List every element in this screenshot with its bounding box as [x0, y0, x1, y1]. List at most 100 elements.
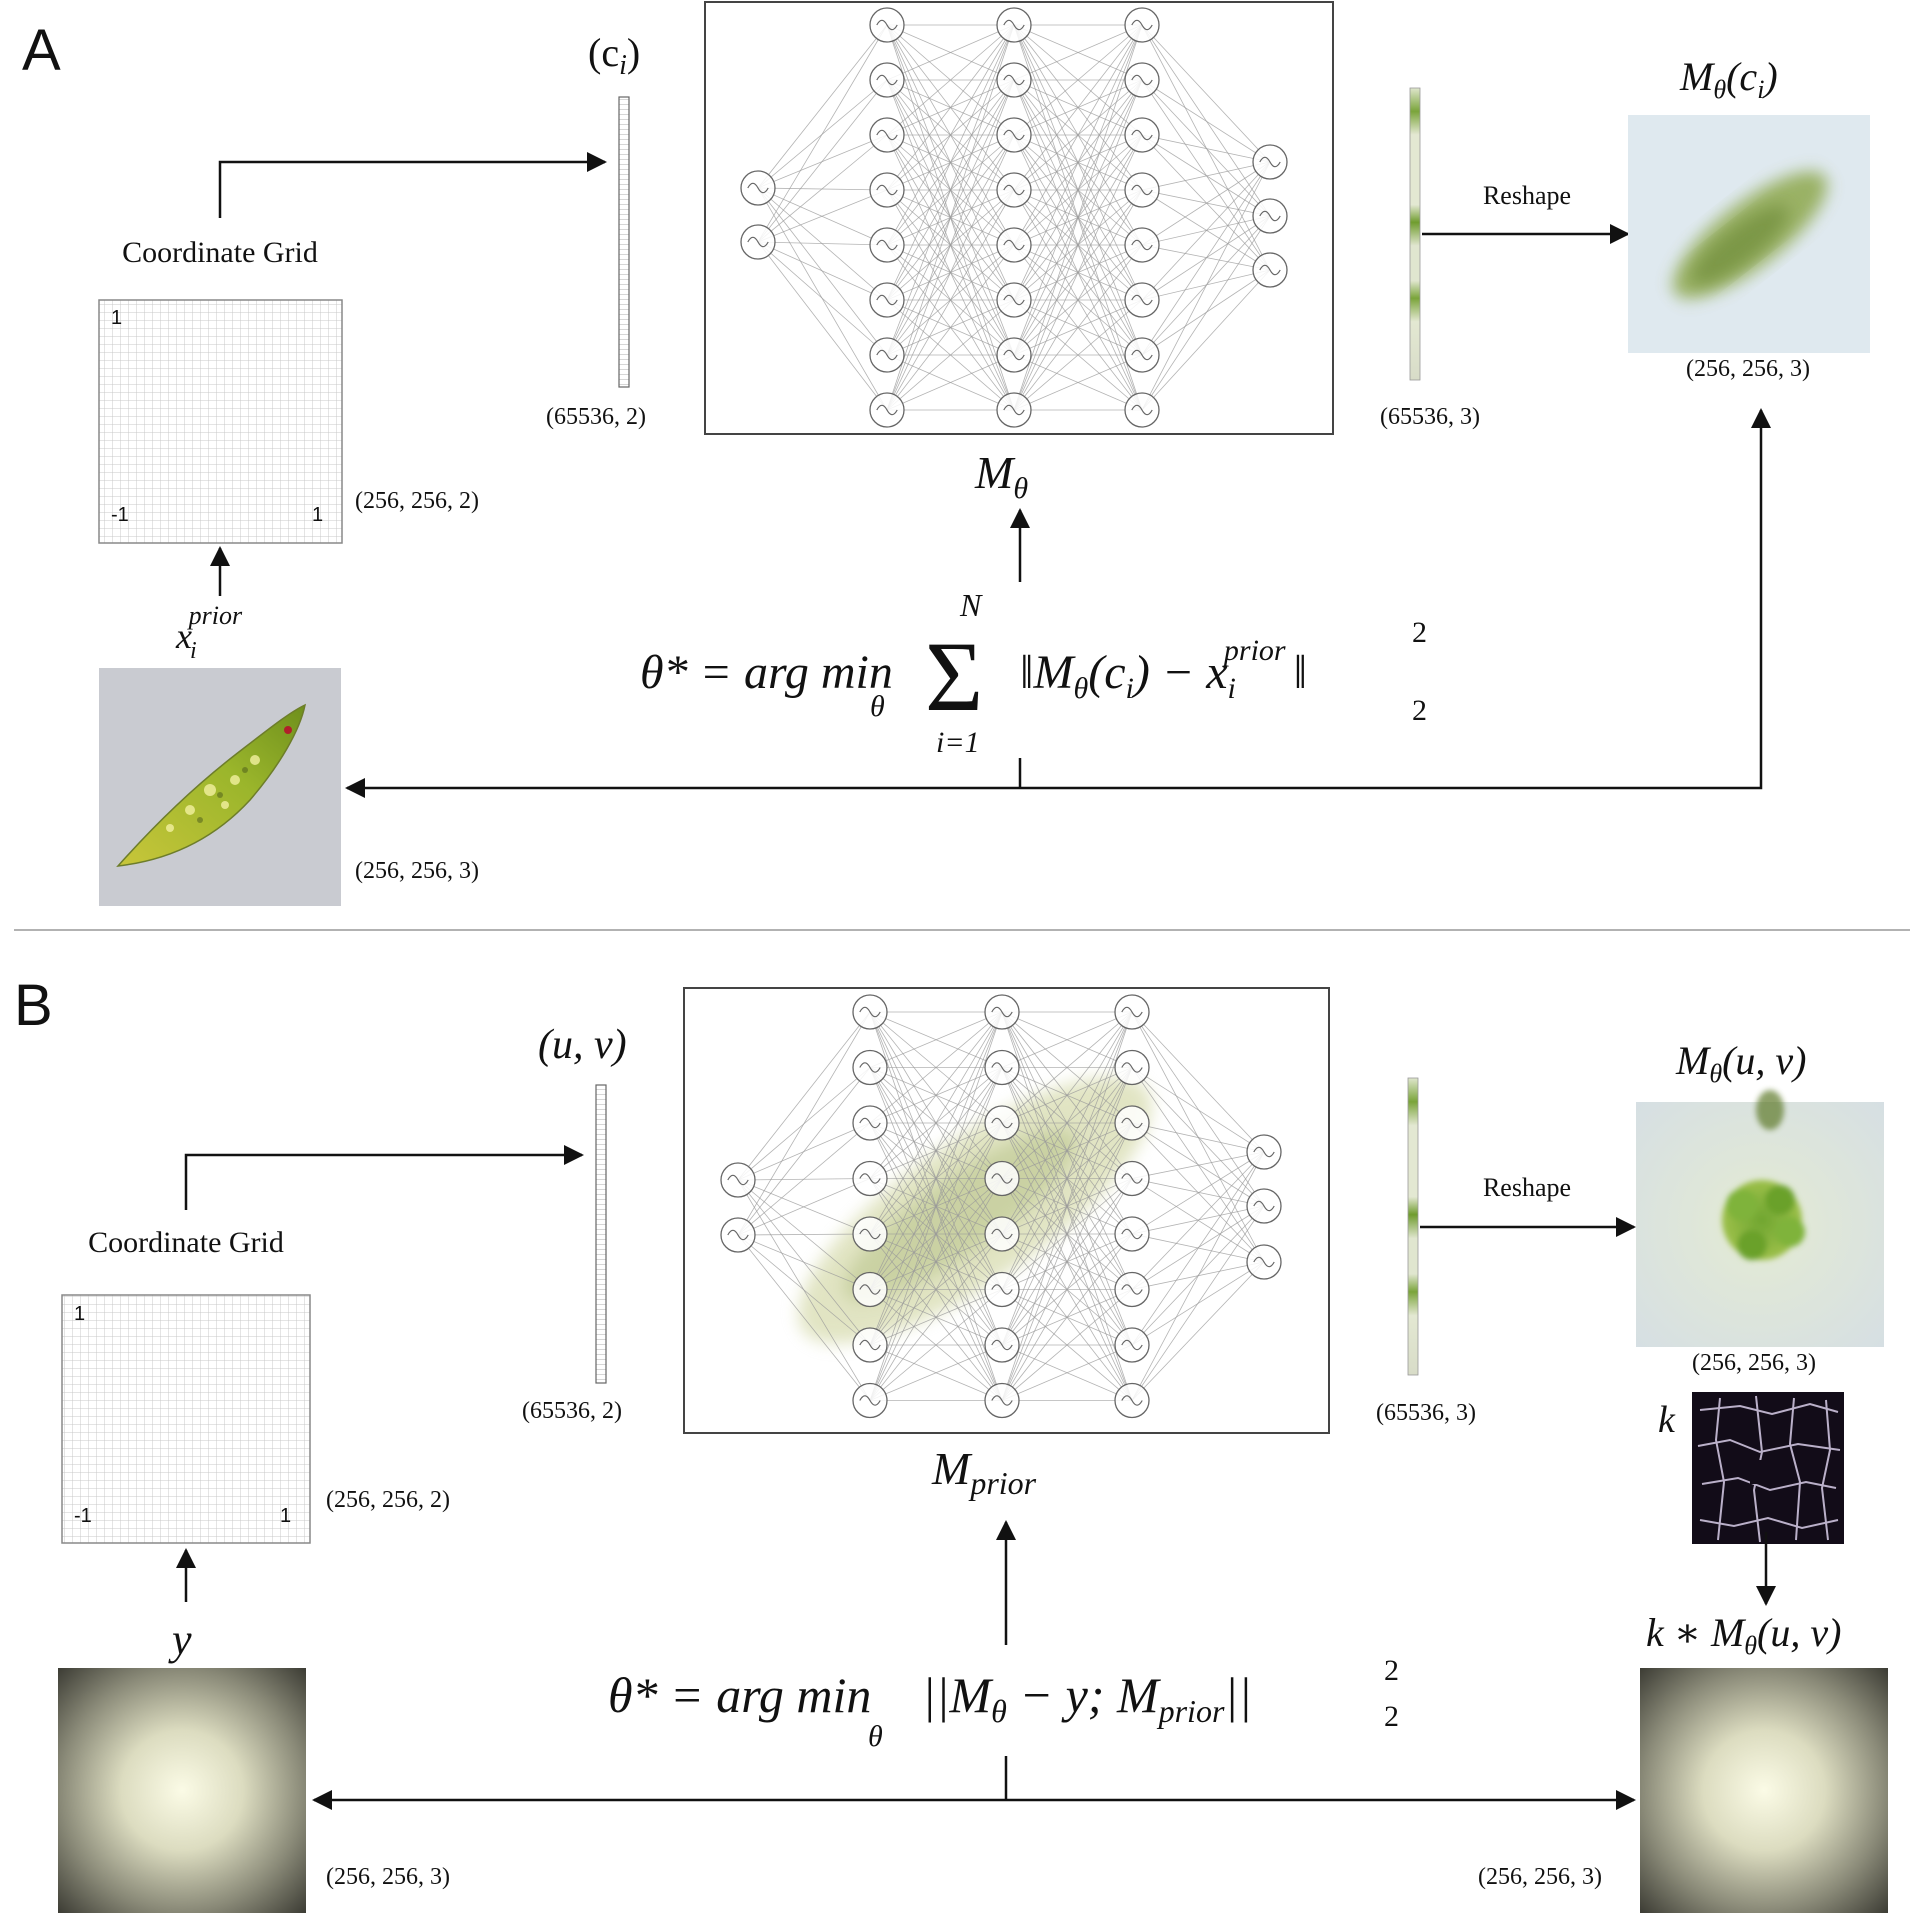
panel-a-feedback-arrow — [345, 408, 1771, 798]
panel-b-output-image-label: Mθ(u, v) — [1675, 1038, 1807, 1088]
panel-a-input-vector — [618, 96, 630, 388]
panel-b-measure-shape: (256, 256, 3) — [326, 1864, 450, 1890]
panel-b-equation: θ* = arg min θ ||Mθ − y; Mprior|| 2 2 — [608, 1654, 1399, 1753]
panel-a-input-shape: (65536, 2) — [546, 404, 646, 430]
panel-a-network-neuron — [996, 392, 1032, 428]
panel-a-network-neuron — [996, 7, 1032, 43]
panel-b-conv-shape: (256, 256, 3) — [1478, 1864, 1602, 1890]
panel-a-input-vector-label: (ci) — [588, 30, 640, 81]
panel-a-reshape-label: Reshape — [1483, 181, 1571, 210]
panel-b-network-neuron — [852, 1049, 888, 1086]
panel-a-output-image — [1628, 115, 1870, 353]
panel-b-network-neuron — [984, 994, 1020, 1030]
panel-a-prior-shape: (256, 256, 3) — [355, 858, 479, 884]
panel-a-grid-tick-bottom-left: -1 — [111, 504, 129, 526]
panel-b-network-neuron — [984, 1160, 1020, 1197]
svg-text:(ci): (ci) — [588, 30, 640, 81]
panel-b-network-neuron — [984, 1049, 1020, 1086]
panel-b-network-neuron — [1114, 1049, 1150, 1086]
svg-text:θ: θ — [870, 690, 885, 723]
panel-b-input-vector-label: (u, v) — [538, 1022, 627, 1068]
panel-b-output-image — [1636, 1090, 1884, 1347]
svg-text:2: 2 — [1412, 616, 1427, 649]
panel-a-network-neuron — [869, 337, 905, 373]
panel-b-network-neuron — [720, 1217, 756, 1253]
panel-a: A Coordinate Grid 1 -1 1 (256, 256, 2) (… — [22, 1, 1870, 906]
panel-b-output-shape: (65536, 3) — [1376, 1400, 1476, 1426]
panel-a-network-neuron — [869, 62, 905, 98]
panel-b-network-neuron — [852, 1216, 888, 1252]
svg-text:xiprior: xiprior — [175, 601, 243, 664]
panel-b-grid-tick-top: 1 — [74, 1303, 85, 1325]
panel-b-input-vector — [595, 1084, 607, 1384]
panel-b-kernel-label: k — [1658, 1399, 1676, 1441]
panel-a-network-neuron — [996, 282, 1032, 318]
panel-a-network-neuron — [996, 62, 1032, 98]
panel-b: B Coordinate Grid 1 -1 1 (256, 256, 2) (… — [14, 973, 1888, 1913]
panel-a-network — [740, 7, 1288, 428]
panel-b-network-edges — [737, 1011, 1265, 1401]
svg-text:2: 2 — [1384, 1700, 1399, 1733]
panel-b-network-neuron — [984, 1105, 1020, 1141]
panel-b-network-neuron — [1246, 1188, 1282, 1224]
panel-a-arrow-grid-to-vector — [218, 152, 607, 218]
svg-text:θ* = arg min: θ* = arg min — [608, 1667, 871, 1723]
panel-b-network-neuron — [720, 1162, 756, 1198]
panel-b-network-neuron — [1114, 1160, 1150, 1197]
panel-a-network-neuron — [996, 227, 1032, 263]
panel-a-network-neuron — [1124, 392, 1160, 428]
panel-a-grid-shape: (256, 256, 2) — [355, 488, 479, 514]
panel-b-network-neuron — [984, 1216, 1020, 1252]
panel-b-grid-tick-bottom-right: 1 — [280, 1505, 291, 1527]
panel-a-grid-tick-top: 1 — [111, 307, 122, 329]
panel-a-network-neuron — [740, 224, 776, 260]
svg-text:i=1: i=1 — [936, 726, 980, 759]
panel-b-network-neuron — [984, 1271, 1020, 1308]
svg-text:2: 2 — [1384, 1654, 1399, 1687]
panel-a-label: A — [22, 18, 61, 83]
panel-a-coordinate-grid — [98, 299, 343, 544]
svg-text:k ∗ Mθ(u, v): k ∗ Mθ(u, v) — [1646, 1610, 1841, 1660]
svg-text:Σ: Σ — [925, 621, 983, 732]
panel-b-network-neuron — [852, 1160, 888, 1197]
panel-a-grid-title: Coordinate Grid — [122, 236, 318, 269]
panel-a-network-neuron — [1252, 198, 1288, 234]
svg-text:Mθ(ci): Mθ(ci) — [1679, 54, 1778, 104]
panel-b-measure-label: y — [168, 1615, 192, 1664]
panel-a-network-neuron — [996, 172, 1032, 208]
panel-a-equation: θ* = arg min θ N Σ i=1 ‖Mθ(ci) − xiprior… — [640, 587, 1427, 759]
panel-a-network-neuron — [1124, 7, 1160, 43]
panel-b-coordinate-grid — [61, 1294, 311, 1544]
svg-text:N: N — [959, 587, 983, 623]
panel-b-network-neuron — [852, 1105, 888, 1141]
panel-a-network-neuron — [869, 117, 905, 153]
panel-a-grid-tick-bottom-right: 1 — [312, 504, 323, 526]
svg-text:Mprior: Mprior — [931, 1443, 1037, 1501]
svg-text:2: 2 — [1412, 694, 1427, 727]
panel-a-output-image-label: Mθ(ci) — [1679, 54, 1778, 104]
panel-a-network-neuron — [740, 170, 776, 206]
panel-a-output-image-shape: (256, 256, 3) — [1686, 356, 1810, 382]
panel-a-network-neuron — [996, 117, 1032, 153]
panel-a-output-vector — [1409, 87, 1421, 381]
svg-text:‖Mθ(ci) − xiprior‖: ‖Mθ(ci) − xiprior‖ — [1020, 634, 1307, 705]
svg-text:Mθ: Mθ — [974, 447, 1028, 505]
panel-a-network-neuron — [869, 392, 905, 428]
panel-a-network-neuron — [996, 337, 1032, 373]
panel-b-network-neuron — [852, 994, 888, 1030]
panel-b-network-neuron — [1114, 1271, 1150, 1308]
panel-a-output-shape: (65536, 3) — [1380, 404, 1480, 430]
panel-a-network-neuron — [1124, 337, 1160, 373]
panel-b-reshape-label: Reshape — [1483, 1173, 1571, 1202]
panel-b-grid-shape: (256, 256, 2) — [326, 1487, 450, 1513]
panel-b-network-neuron — [1114, 1105, 1150, 1141]
panel-a-network-neuron — [1124, 62, 1160, 98]
svg-text:θ: θ — [868, 1720, 883, 1753]
panel-b-output-vector — [1407, 1077, 1419, 1376]
panel-a-network-neuron — [1124, 172, 1160, 208]
panel-a-network-label: Mθ — [974, 447, 1028, 505]
panel-b-network-neuron — [1246, 1134, 1282, 1170]
panel-b-network-neuron — [852, 1327, 888, 1363]
panel-b-label: B — [14, 973, 53, 1038]
